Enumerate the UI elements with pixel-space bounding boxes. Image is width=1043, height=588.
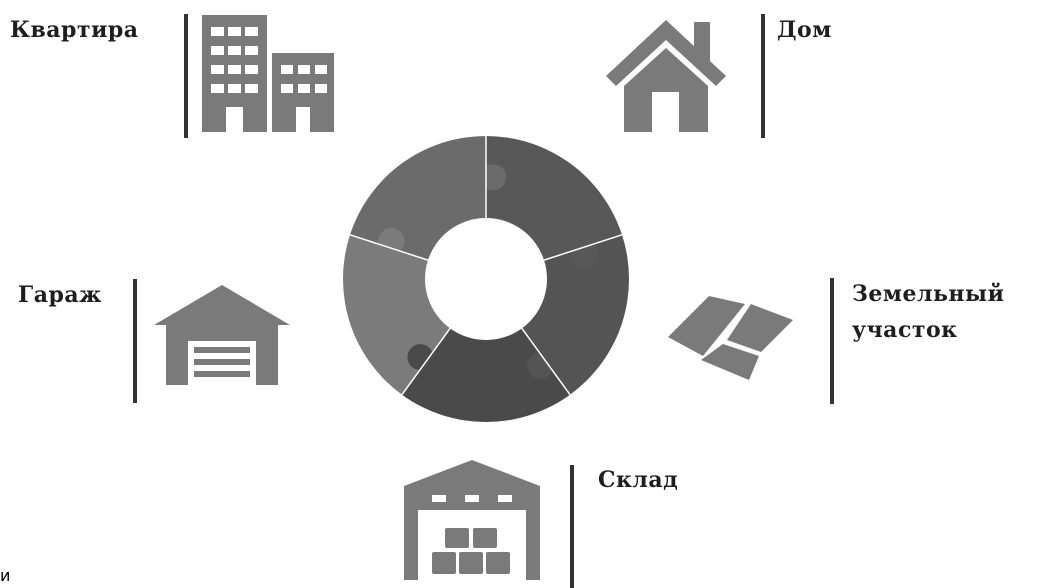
puzzle-seam (349, 234, 429, 261)
garage-divider (133, 279, 137, 403)
segment-top-right (486, 136, 623, 261)
puzzle-seam (401, 327, 451, 396)
house-divider (761, 14, 765, 138)
puzzle-tab (378, 227, 405, 254)
land-divider (830, 278, 834, 404)
land-label-line1: Земельный (852, 281, 1005, 307)
warehouse-label: Склад (598, 467, 679, 493)
segment-top-left (349, 136, 486, 261)
warehouse-icon (404, 460, 540, 580)
segment-right (521, 234, 629, 395)
puzzle-tab (527, 352, 554, 379)
stray-text: и (0, 566, 11, 585)
apartment-building-icon (202, 15, 334, 132)
puzzle-seam (543, 234, 623, 261)
puzzle-tab (407, 344, 434, 371)
warehouse-divider (570, 465, 574, 588)
land-label-line2: участок (852, 317, 958, 343)
house-icon (606, 20, 726, 132)
garage-label: Гараж (18, 282, 102, 308)
garage-icon (154, 285, 290, 385)
puzzle-tab (571, 241, 598, 268)
puzzle-ring (343, 136, 629, 422)
apartment-label: Квартира (10, 17, 139, 43)
house-label: Дом (777, 17, 832, 43)
segment-bottom (401, 328, 571, 422)
apartment-divider (184, 14, 188, 138)
land-plot-icon (668, 296, 793, 380)
puzzle-tab (480, 164, 507, 191)
puzzle-seam (521, 327, 571, 396)
